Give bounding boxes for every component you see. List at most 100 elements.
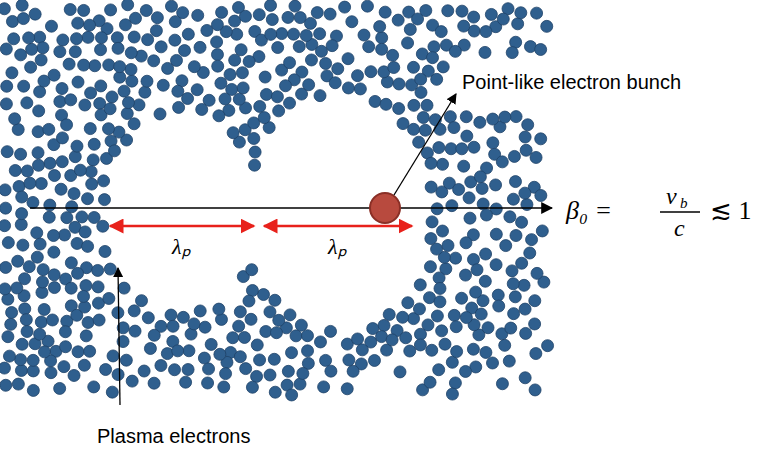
plasma-electron (229, 15, 241, 27)
plasma-electron (397, 311, 409, 323)
plasma-electron (284, 97, 296, 109)
plasma-electron (61, 212, 73, 224)
plasma-electron (421, 99, 433, 111)
plasma-electron (414, 339, 426, 351)
plasma-electron (98, 175, 110, 187)
plasma-electron (499, 339, 511, 351)
plasma-electron-dots (0, 0, 554, 401)
plasma-electron (456, 5, 468, 17)
plasma-electron (172, 85, 184, 97)
plasma-electron (352, 70, 364, 82)
plasma-electron (270, 327, 282, 339)
plasma-electron (397, 118, 409, 130)
plasma-electron (314, 90, 326, 102)
plasma-electron (394, 366, 406, 378)
plasma-electron (128, 118, 140, 130)
plasma-electron (512, 18, 524, 30)
plasma-electron (493, 300, 505, 312)
plasma-electron (0, 43, 12, 55)
plasma-electron (343, 354, 355, 366)
plasma-electron (224, 69, 236, 81)
plasma-electron (155, 360, 167, 372)
wavelength-arrow (264, 225, 412, 228)
plasma-electron (194, 305, 206, 317)
plasma-electron (78, 59, 90, 71)
plasma-electron (58, 361, 70, 373)
plasma-electron (86, 178, 98, 190)
plasma-electron (408, 99, 420, 111)
plasma-electron (35, 316, 47, 328)
plasma-electron (311, 7, 323, 19)
plasma-electron (205, 338, 217, 350)
plasma-electron (48, 170, 60, 182)
plasma-electron (20, 314, 32, 326)
plasma-electron (17, 239, 29, 251)
plasma-electron (258, 289, 270, 301)
plasma-electron (133, 99, 145, 111)
formula-part: ≲ 1 (710, 198, 752, 224)
plasma-electron (165, 309, 177, 321)
plasma-electron (415, 73, 427, 85)
plasma-electron (522, 119, 534, 131)
plasma-electron (446, 200, 458, 212)
plasma-electron (380, 98, 392, 110)
plasma-electron (361, 0, 373, 12)
plasma-electron (233, 320, 245, 332)
plasma-electron (84, 345, 96, 357)
plasma-electron (126, 75, 138, 87)
plasma-electron (95, 44, 107, 56)
plasma-electron (66, 201, 78, 213)
plasma-electron (456, 292, 468, 304)
plasma-electron (393, 78, 405, 90)
plasma-electron (24, 177, 36, 189)
plasma-electron (249, 159, 261, 171)
plasma-electron (118, 85, 130, 97)
plasma-electron (325, 365, 337, 377)
plasma-electron (148, 377, 160, 389)
plasma-electron (88, 138, 100, 150)
plasma-electron (29, 8, 41, 20)
plasma-electron (265, 28, 277, 40)
plasma-electron (304, 17, 316, 29)
plasma-electron (425, 233, 437, 245)
plasma-electron (25, 61, 37, 73)
plasma-electron (192, 9, 204, 21)
plasma-electron (408, 123, 420, 135)
plasma-electron (516, 257, 528, 269)
plasma-electron (21, 165, 33, 177)
plasma-electron (368, 354, 380, 366)
plasma-electron (234, 351, 246, 363)
plasma-electron (519, 187, 531, 199)
plasma-electron (1, 80, 13, 92)
plasma-electron (212, 60, 224, 72)
plasma-electron (341, 383, 353, 395)
plasma-electron (516, 216, 528, 228)
plasma-electron (12, 124, 24, 136)
plasma-electron (515, 7, 527, 19)
plasma-electron (26, 43, 38, 55)
plasma-electron (342, 82, 354, 94)
plasma-electron (103, 59, 115, 71)
plasma-electron (237, 82, 249, 94)
plasma-electron (519, 131, 531, 143)
plasma-electron (34, 86, 46, 98)
plasma-electron (458, 160, 470, 172)
plasma-electron (33, 105, 45, 117)
plasma-electron (437, 158, 449, 170)
plasma-electron (141, 75, 153, 87)
plasma-electron (519, 303, 531, 315)
plasma-electron (56, 83, 68, 95)
plasma-electron (320, 354, 332, 366)
plasma-electron (211, 19, 223, 31)
plasma-electron (0, 261, 12, 273)
plasma-electron (294, 378, 306, 390)
plasma-electron (449, 377, 461, 389)
plasma-electron (519, 372, 531, 384)
plasma-electron (229, 54, 241, 66)
plasma-electron (122, 97, 134, 109)
plasma-electron (510, 111, 522, 123)
plasma-electron (125, 47, 137, 59)
plasma-electron (85, 166, 97, 178)
plasma-electron (19, 303, 31, 315)
plasma-electron (69, 151, 81, 163)
